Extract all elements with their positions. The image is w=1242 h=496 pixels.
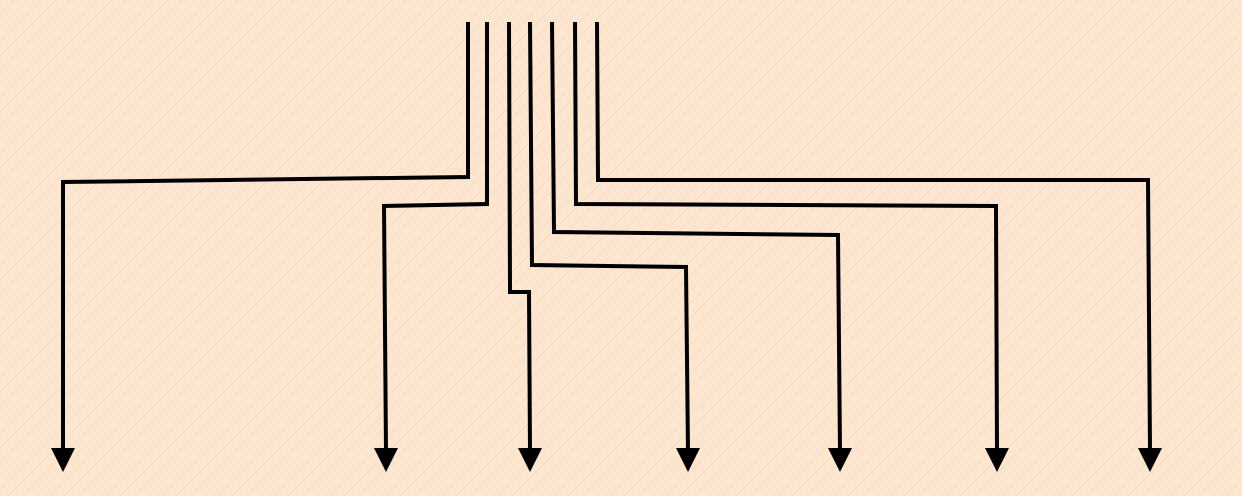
connector-2 bbox=[381, 22, 489, 453]
connector-5 bbox=[550, 21, 842, 453]
arrowhead-group bbox=[51, 448, 1162, 472]
connector-3 bbox=[507, 21, 532, 453]
arrowhead-4 bbox=[676, 448, 700, 472]
connector-group bbox=[61, 21, 1152, 453]
arrowhead-6 bbox=[985, 448, 1009, 472]
arrowhead-3 bbox=[518, 448, 542, 472]
arrowhead-1 bbox=[51, 448, 75, 472]
arrowhead-5 bbox=[828, 448, 852, 472]
connector-4 bbox=[528, 21, 690, 453]
connector-6 bbox=[573, 21, 999, 453]
connector-7 bbox=[595, 21, 1152, 453]
arrowhead-2 bbox=[374, 448, 398, 472]
arrowhead-7 bbox=[1138, 448, 1162, 472]
connector-1 bbox=[61, 22, 470, 452]
